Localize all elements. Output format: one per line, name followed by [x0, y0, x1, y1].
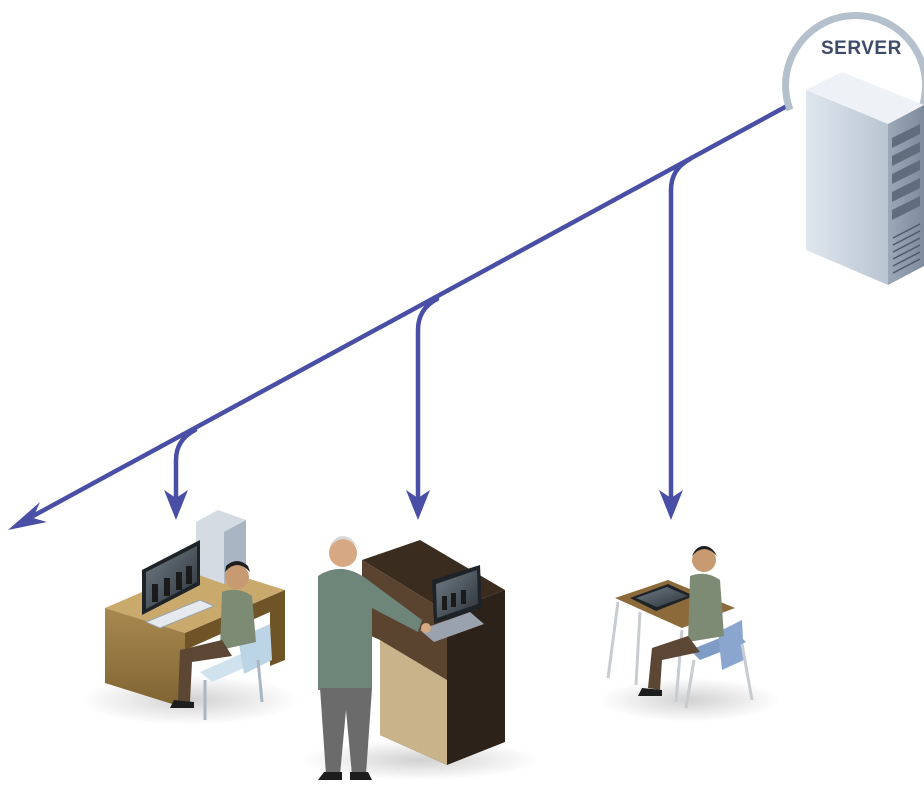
branch-line-tablet [671, 159, 690, 500]
server-label: SERVER [821, 38, 902, 59]
network-lines [22, 106, 787, 522]
branch-line-desktop [176, 430, 195, 500]
arrowheads [8, 490, 683, 530]
server: SERVER [786, 15, 924, 285]
podium-laptop [300, 536, 540, 780]
desktop-workstation [80, 510, 300, 725]
branch-line-podium [418, 299, 437, 500]
student-tablet-desk [600, 546, 780, 722]
arrow-left-icon [8, 502, 47, 530]
server-tower-left [806, 90, 888, 285]
